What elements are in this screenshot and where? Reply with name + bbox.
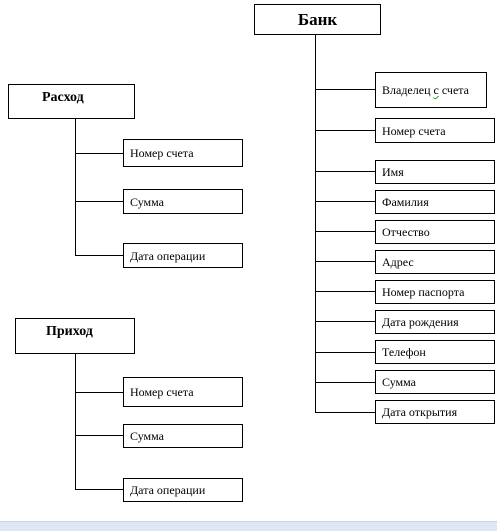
income-trunk-line <box>75 354 76 490</box>
expense-field-box: Сумма <box>123 189 243 214</box>
bottom-strip <box>0 521 497 531</box>
bank-title: Банк <box>297 9 338 29</box>
bank-field-box: Отчество <box>375 220 495 244</box>
bank-branch-line <box>315 171 375 172</box>
income-field-label: Номер счета <box>130 385 194 399</box>
expense-field-box: Дата операции <box>123 243 243 268</box>
income-title: Приход <box>46 324 93 339</box>
bank-field-label: Владелец с счета <box>382 83 469 97</box>
expense-field-box: Номер счета <box>123 139 243 167</box>
bank-branch-line <box>315 412 375 413</box>
bank-header: Банк <box>254 4 381 35</box>
bank-field-box: Сумма <box>375 370 495 394</box>
expense-branch-line <box>75 153 123 154</box>
bank-field-box: Имя <box>375 160 495 184</box>
bank-field-label: Номер счета <box>382 123 446 138</box>
expense-branch-line <box>75 201 123 202</box>
income-field-box: Номер счета <box>123 377 243 407</box>
bank-field-label: Фамилия <box>382 195 429 209</box>
bank-field-box: Владелец с счета <box>375 72 487 108</box>
bank-branch-line <box>315 382 375 383</box>
expense-header: Расход <box>8 84 135 119</box>
bank-trunk-line <box>315 35 316 413</box>
income-branch-line <box>75 392 123 393</box>
expense-field-label: Дата операции <box>130 248 206 263</box>
income-branch-line <box>75 489 123 490</box>
bank-branch-line <box>315 291 375 292</box>
bank-branch-line <box>315 130 375 131</box>
expense-field-label: Сумма <box>130 194 164 209</box>
expense-trunk-line <box>75 119 76 256</box>
income-header: Приход <box>15 318 135 354</box>
income-field-label: Сумма <box>130 429 164 443</box>
bank-field-label: Дата рождения <box>382 315 459 329</box>
bank-field-label: Имя <box>382 165 404 179</box>
bank-field-box: Фамилия <box>375 190 495 214</box>
bank-branch-line <box>315 261 375 262</box>
bank-field-box: Номер паспорта <box>375 280 495 304</box>
expense-branch-line <box>75 255 123 256</box>
bank-field-label: Номер паспорта <box>382 285 465 299</box>
bank-branch-line <box>315 201 375 202</box>
income-branch-line <box>75 435 123 436</box>
bank-branch-line <box>315 89 375 90</box>
bank-field-box: Адрес <box>375 250 495 274</box>
expense-field-label: Номер счета <box>130 146 194 160</box>
bank-field-box: Номер счета <box>375 118 495 143</box>
bank-branch-line <box>315 231 375 232</box>
bank-field-box: Телефон <box>375 340 495 364</box>
bank-field-label: Дата открытия <box>382 405 458 419</box>
bank-branch-line <box>315 321 375 322</box>
income-field-box: Дата операции <box>123 478 243 502</box>
bank-field-box: Дата рождения <box>375 310 495 334</box>
expense-title: Расход <box>42 90 84 105</box>
bank-field-label: Адрес <box>382 255 414 269</box>
income-field-box: Сумма <box>123 424 243 448</box>
bank-branch-line <box>315 352 375 353</box>
income-field-label: Дата операции <box>130 483 206 497</box>
bank-field-label: Отчество <box>382 225 430 239</box>
bank-field-label: Сумма <box>382 375 416 389</box>
bank-field-label: Телефон <box>382 345 426 359</box>
bank-field-box: Дата открытия <box>375 400 495 424</box>
